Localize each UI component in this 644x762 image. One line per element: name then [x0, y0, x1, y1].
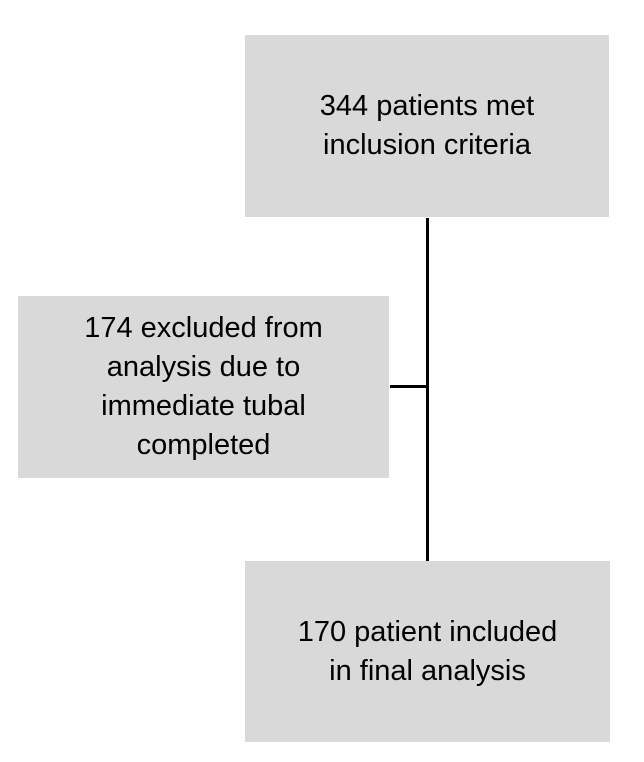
flow-box-inclusion: 344 patients met inclusion criteria	[245, 35, 609, 217]
excluded-text-line-4: completed	[136, 429, 271, 461]
final-text-line-1: 170 patient included	[297, 615, 558, 648]
inclusion-text-line-2: inclusion criteria	[323, 129, 531, 161]
flow-box-excluded: 174 excluded from analysis due to immedi…	[18, 296, 389, 478]
flow-box-final-analysis: 170 patient included in final analysis	[245, 561, 610, 742]
excluded-text-line-1: 174 excluded from	[84, 312, 323, 344]
connector-horizontal-line	[390, 385, 428, 388]
connector-vertical-line	[426, 218, 429, 561]
excluded-text-line-3: immediate tubal	[101, 390, 306, 422]
excluded-text-line-2: analysis due to	[106, 351, 301, 383]
final-text-line-2: in final analysis	[329, 654, 526, 687]
inclusion-text-line-1: 344 patients met	[319, 90, 535, 122]
